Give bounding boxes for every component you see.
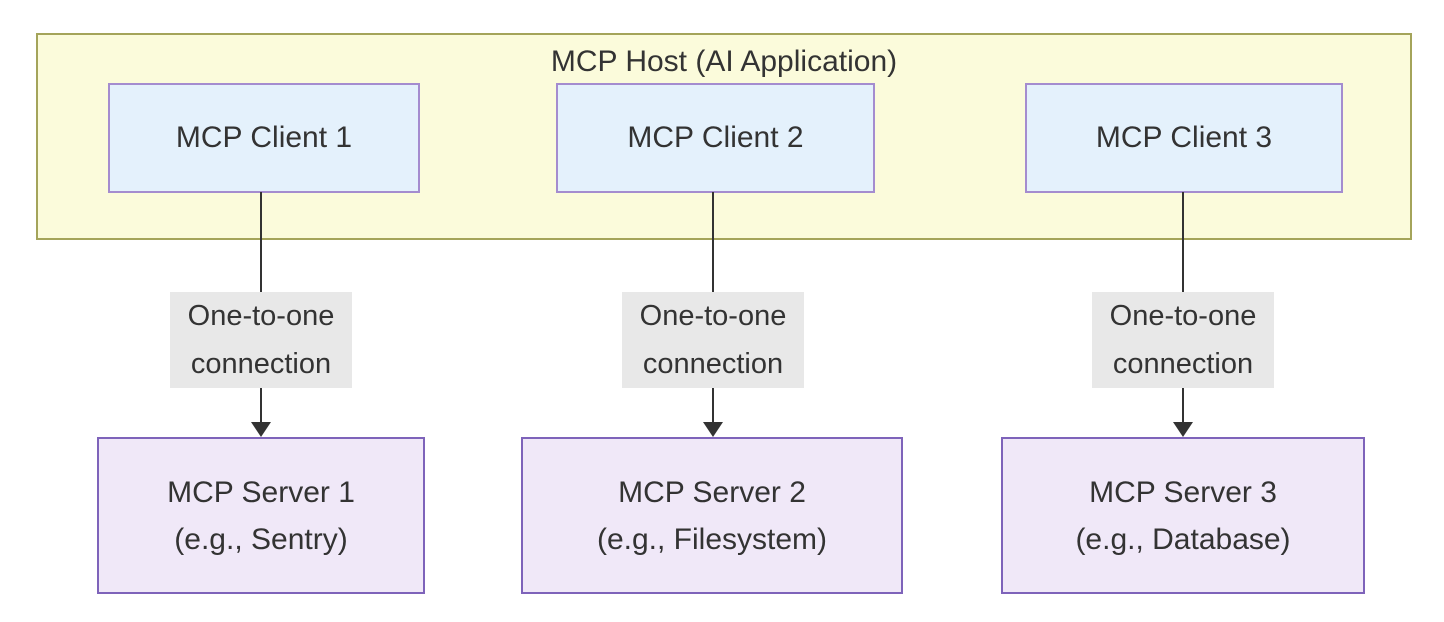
server-1-name: MCP Server 1 (167, 475, 355, 509)
node-mcp-client-1: MCP Client 1 (108, 83, 420, 193)
edge-label: One-to-one connection (170, 292, 352, 388)
server-1-example: (e.g., Sentry) (174, 522, 348, 556)
node-mcp-server-2: MCP Server 2 (e.g., Filesystem) (521, 437, 903, 594)
server-3-example: (e.g., Database) (1075, 522, 1291, 556)
mcp-host-container: MCP Host (AI Application) MCP Client 1 M… (36, 33, 1412, 240)
server-3-name: MCP Server 3 (1089, 475, 1277, 509)
arrowhead-down-icon (703, 422, 723, 437)
node-mcp-client-3: MCP Client 3 (1025, 83, 1343, 193)
arrowhead-down-icon (1173, 422, 1193, 437)
client-2-label: MCP Client 2 (627, 121, 804, 154)
node-mcp-server-1: MCP Server 1 (e.g., Sentry) (97, 437, 425, 594)
server-2-example: (e.g., Filesystem) (596, 522, 828, 556)
edge-label: One-to-one connection (622, 292, 804, 388)
server-2-name: MCP Server 2 (618, 475, 806, 509)
client-1-label: MCP Client 1 (175, 121, 353, 154)
host-title: MCP Host (AI Application) (550, 45, 898, 78)
node-mcp-client-2: MCP Client 2 (556, 83, 875, 193)
edge-label: One-to-one connection (1092, 292, 1274, 388)
arrowhead-down-icon (251, 422, 271, 437)
client-3-label: MCP Client 3 (1095, 121, 1273, 154)
node-mcp-server-3: MCP Server 3 (e.g., Database) (1001, 437, 1365, 594)
